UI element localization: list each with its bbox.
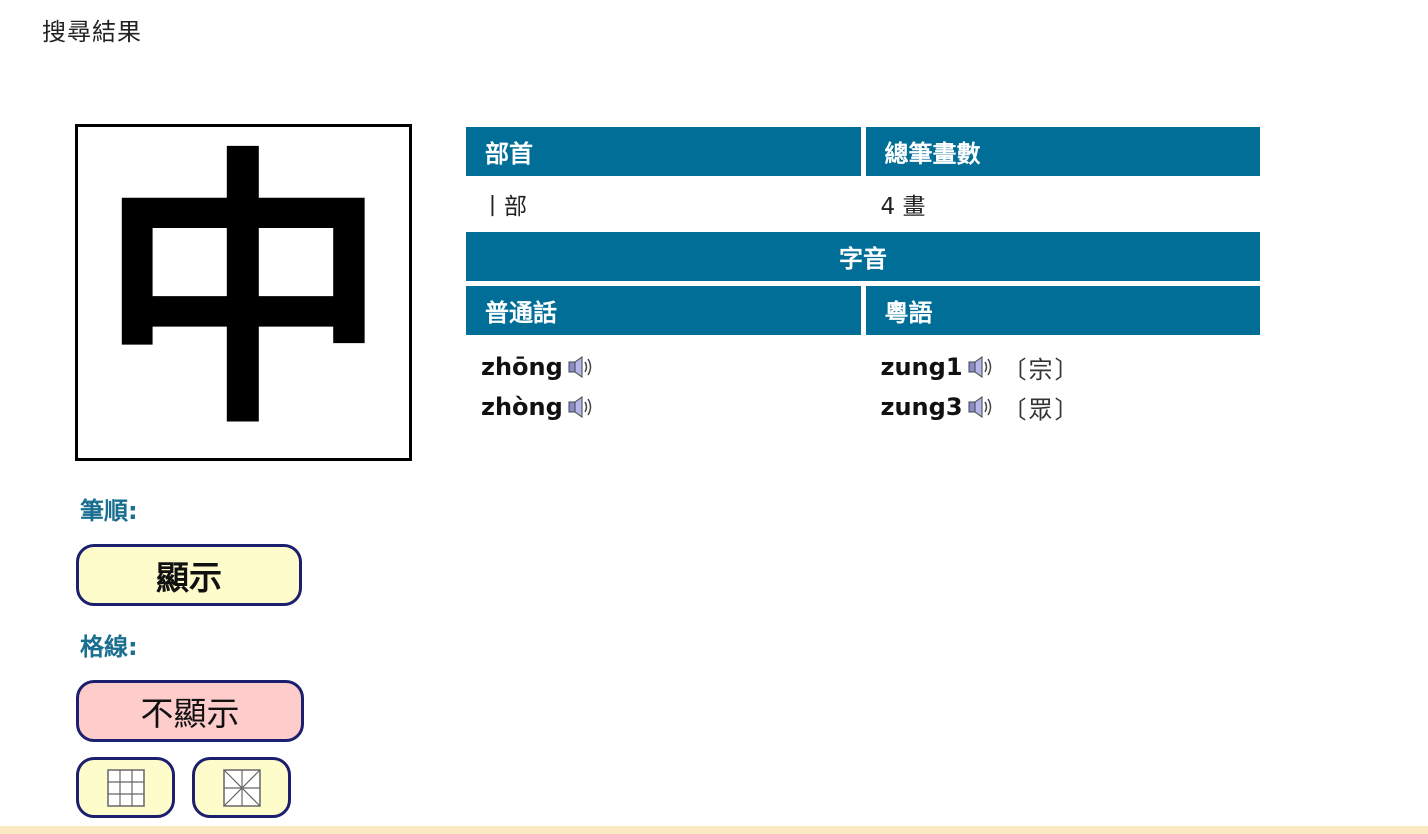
stroke-order-label: 筆順:	[80, 497, 138, 525]
mandarin-list: zhōng zhòng	[466, 347, 861, 427]
radical-value: 丨部	[481, 194, 527, 220]
cantonese-homophone: 〔眾〕	[1002, 395, 1081, 424]
mandarin-header: 普通話	[466, 286, 861, 335]
cantonese-reading: zung3 〔眾〕	[881, 387, 1261, 427]
cantonese-header: 粵語	[865, 286, 1260, 335]
speaker-icon[interactable]	[567, 354, 597, 380]
mandarin-romanization: zhòng	[481, 393, 563, 421]
speaker-icon[interactable]	[967, 394, 997, 420]
mandarin-reading: zhòng	[481, 387, 861, 427]
cantonese-list: zung1 〔宗〕 zung3 〔眾〕	[866, 347, 1261, 427]
character-display: 中	[75, 124, 412, 461]
character-glyph: 中	[98, 122, 389, 463]
cantonese-reading: zung1 〔宗〕	[881, 347, 1261, 387]
grid-label: 格線:	[80, 633, 138, 661]
bottom-strip	[0, 826, 1428, 834]
speaker-icon[interactable]	[967, 354, 997, 380]
cantonese-homophone: 〔宗〕	[1002, 355, 1081, 384]
character-info-table: 部首 總筆畫數 丨部 4 畫 字音 普通話 粵語 zhōng zhòng zun…	[466, 127, 1260, 427]
square-grid-button[interactable]	[76, 757, 175, 818]
radical-header: 部首	[466, 127, 861, 176]
show-stroke-order-button[interactable]: 顯示	[76, 544, 302, 606]
stroke-count-header: 總筆畫數	[865, 127, 1260, 176]
cantonese-romanization: zung1	[880, 353, 963, 381]
mandarin-reading: zhōng	[481, 347, 861, 387]
cantonese-romanization: zung3	[880, 393, 963, 421]
diagonal-grid-button[interactable]	[192, 757, 291, 818]
diagonal-grid-icon	[222, 768, 261, 807]
mandarin-romanization: zhōng	[481, 353, 563, 381]
hide-grid-button[interactable]: 不顯示	[76, 680, 304, 742]
stroke-count-value: 4 畫	[880, 194, 926, 220]
page-title: 搜尋結果	[42, 18, 142, 46]
pronunciation-header: 字音	[466, 232, 1260, 281]
speaker-icon[interactable]	[567, 394, 597, 420]
square-grid-icon	[106, 768, 145, 807]
